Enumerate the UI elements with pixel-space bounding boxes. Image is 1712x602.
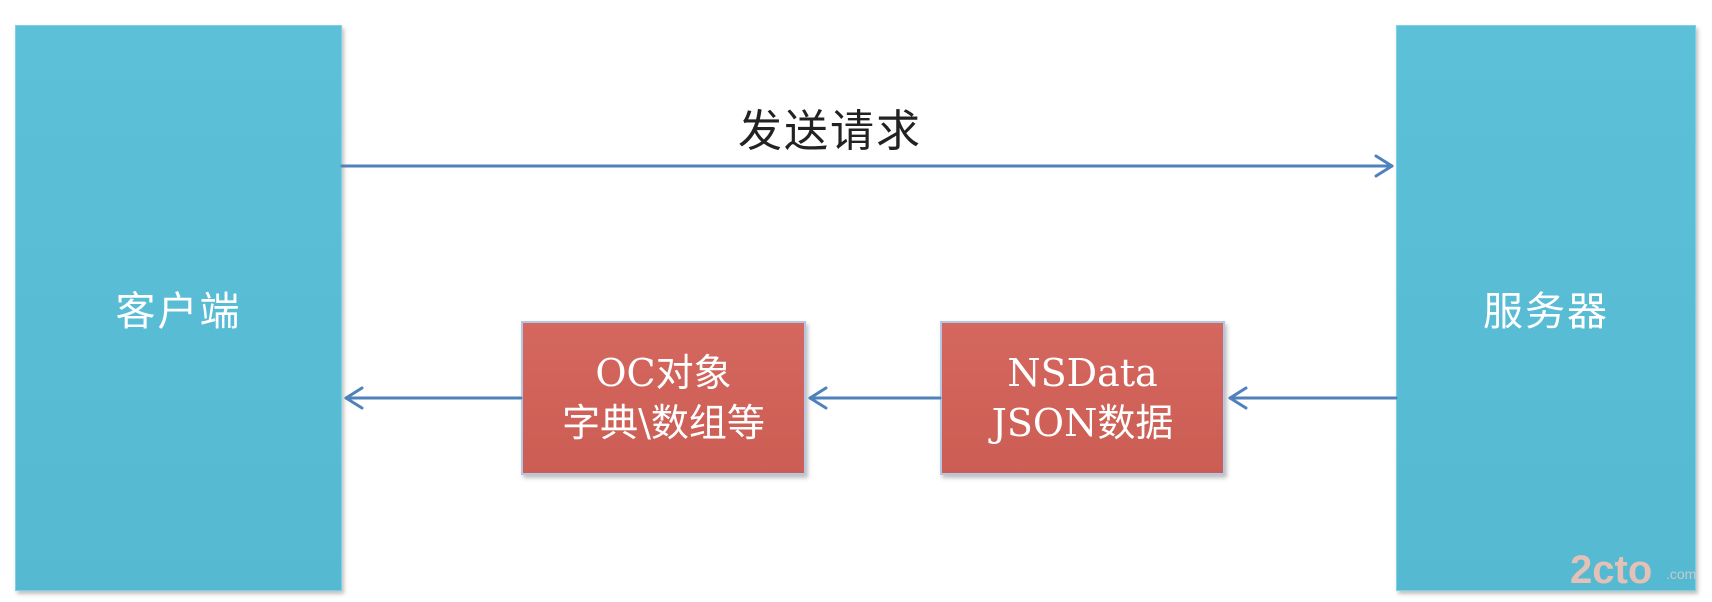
ns-data-node: NSData JSON数据 [940,321,1225,475]
server-label: 服务器 [1483,289,1609,335]
data-to-oc-arrowhead [808,386,828,410]
server-node: 服务器 [1396,25,1696,591]
ns-data-line1: NSData [1007,351,1158,395]
oc-object-line2: 字典\数组等 [562,401,765,445]
oc-object-line1: OC对象 [595,351,732,395]
watermark-logo-sub: .com [1666,566,1697,582]
client-node: 客户端 [15,25,342,591]
watermark-logo: 2cto [1570,548,1653,592]
client-label: 客户端 [115,289,242,335]
oc-object-node: OC对象 字典\数组等 [521,321,806,475]
request-label: 发送请求 [738,106,922,157]
ns-data-line2: JSON数据 [991,401,1174,445]
request-arrowhead [1374,154,1394,178]
oc-to-client-arrowhead [344,386,364,410]
server-to-data-arrowhead [1228,386,1248,410]
